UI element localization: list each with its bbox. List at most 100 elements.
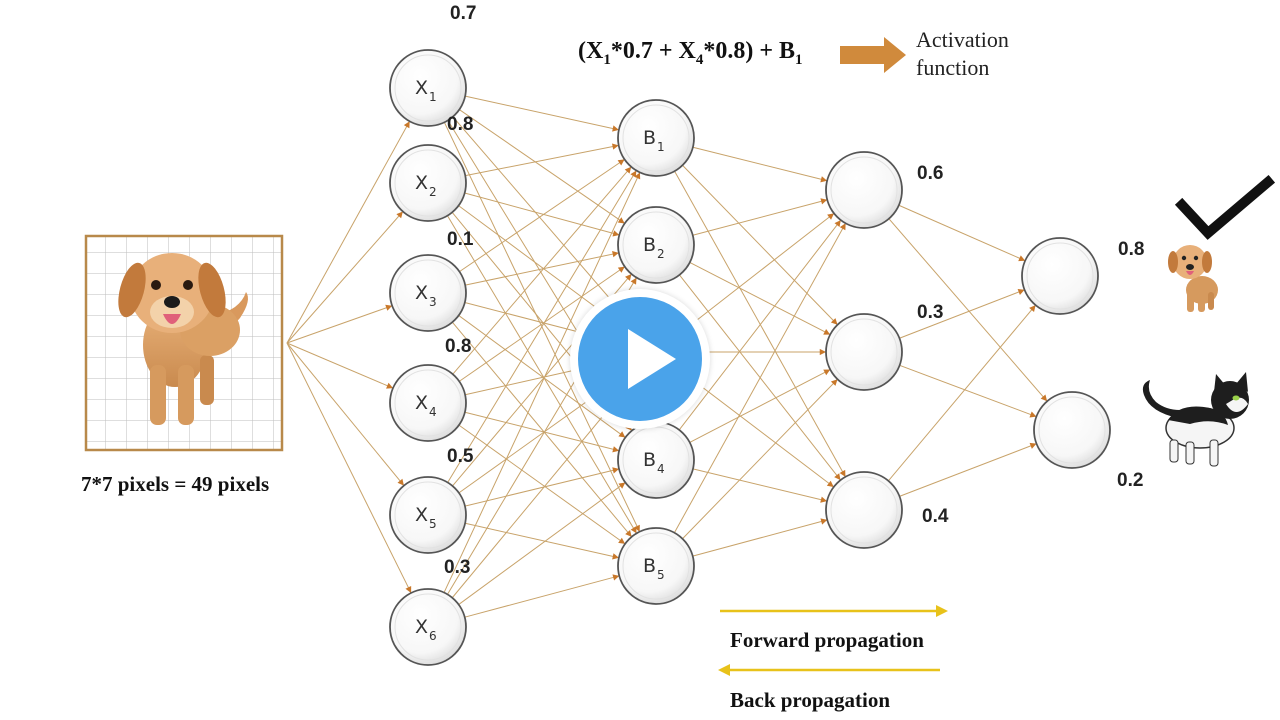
node-subscript: 3 [429,295,437,309]
hidden1-to-hidden2-edge [692,519,828,557]
output-value-dog: 0.8 [1118,239,1145,260]
image-size-caption: 7*7 pixels = 49 pixels [81,472,270,496]
hidden1-to-hidden2-edge [678,219,842,431]
image-to-input-edge [286,305,393,344]
input-to-hidden1-edge [452,116,632,324]
input-to-hidden1-edge [464,192,620,236]
node-label: X [415,172,428,194]
input-to-hidden1-edge [465,95,619,131]
image-to-input-arrowhead [403,121,410,129]
image-to-input-edge [286,121,411,344]
hidden1-to-hidden2-arrowhead [819,348,826,356]
hidden1-to-hidden2-arrowhead [820,496,828,503]
activation-function-label: Activation function [916,27,1009,80]
input-to-hidden1-edge [458,482,626,605]
hidden1-to-hidden2-edge [682,378,838,540]
hidden2-weight-2: 0.3 [917,302,944,323]
hidden1-to-hidden2-arrowhead [826,480,834,488]
play-icon [628,329,676,389]
output-node-2 [1033,391,1111,469]
node-label: X [415,504,428,526]
input-to-hidden1-arrowhead [617,266,625,273]
input-weight-3: 0.1 [447,229,474,250]
input-to-hidden1-edge [458,266,626,382]
hidden1-to-hidden2-arrowhead [839,469,846,477]
hidden1-to-hidden2-edge [692,468,828,502]
hidden1-to-hidden2-edge [682,164,838,326]
hidden1-to-hidden2-edge [692,199,828,236]
hidden1-to-hidden2-arrowhead [830,379,838,386]
input-to-hidden1-arrowhead [612,467,620,474]
image-to-input-arrowhead [397,478,404,486]
hidden1-to-hidden2-edge [692,146,828,182]
input-to-hidden1-arrowhead [612,574,620,581]
hidden2-to-output-arrowhead [1040,394,1048,402]
play-button[interactable] [570,289,710,429]
hidden1-to-hidden2-edge [685,374,835,488]
hidden2-to-output-arrowhead [1029,442,1037,449]
image-to-input-edge [286,211,404,344]
hidden2-node-3 [825,471,903,549]
hidden1-to-hidden2-arrowhead [823,328,831,335]
input-to-hidden1-edge [459,109,625,224]
input-to-hidden1-edge [464,411,620,452]
hidden1-to-hidden2-arrowhead [820,176,828,183]
hidden2-to-output-edge [888,218,1048,402]
hidden2-to-output-edge [899,443,1037,497]
input-to-hidden1-edge [447,170,637,483]
activation-arrow-icon [840,37,906,73]
image-to-input-arrowhead [386,382,394,389]
input-to-hidden1-arrowhead [625,274,632,281]
image-to-input-arrowhead [405,585,412,593]
node-subscript: 2 [429,185,437,199]
node-subscript: 1 [429,90,437,104]
cat-icon [1142,372,1249,467]
hidden2-to-output-edge [899,289,1025,339]
node-label: B [643,127,656,149]
node-subscript: 4 [657,462,665,476]
play-button-circle [578,297,702,421]
output-node-1 [1021,237,1099,315]
input-to-hidden1-arrowhead [617,217,625,224]
forward-propagation-arrow-icon [720,605,948,617]
input-weight-4: 0.8 [445,336,472,357]
input-to-hidden1-edge [465,252,619,286]
input-to-hidden1-arrowhead [630,170,637,178]
hidden1-to-hidden2-arrowhead [823,369,831,376]
input-to-hidden1-edge [459,158,625,273]
hidden1-to-hidden2-arrowhead [820,518,828,525]
hidden2-to-output-arrowhead [1017,289,1025,295]
forward-propagation-label: Forward propagation [730,628,924,652]
input-to-hidden1-edge [464,468,620,507]
hidden2-to-output-arrowhead [1029,305,1036,312]
weighted-sum-formula: (X1*0.7 + X4*0.8) + B1 [578,38,803,68]
input-to-hidden1-edge [464,575,620,618]
input-to-hidden1-arrowhead [612,446,620,453]
image-to-input-edge [286,342,412,594]
node-subscript: 5 [429,517,437,531]
hidden1-to-hidden2-arrowhead [839,223,846,231]
node-subscript: 1 [657,140,665,154]
node-subscript: 4 [429,405,437,419]
input-to-hidden1-edge [443,172,641,593]
input-to-hidden1-arrowhead [634,524,640,532]
hidden2-node-2 [825,313,903,391]
node-label: B [643,234,656,256]
hidden1-to-hidden2-edge [689,369,831,443]
image-to-input-arrowhead [396,211,403,219]
node-label: B [643,449,656,471]
input-to-hidden1-arrowhead [630,277,637,285]
puppy-image [118,253,248,425]
hidden1-to-hidden2-arrowhead [834,220,841,227]
checkmark-icon [1174,174,1276,240]
output-value-cat: 0.2 [1117,470,1144,491]
hidden1-to-hidden2-arrowhead [827,213,835,220]
input-to-hidden1-edge [464,522,620,559]
input-to-hidden1-edge [447,215,637,534]
input-to-hidden1-arrowhead [618,482,626,489]
